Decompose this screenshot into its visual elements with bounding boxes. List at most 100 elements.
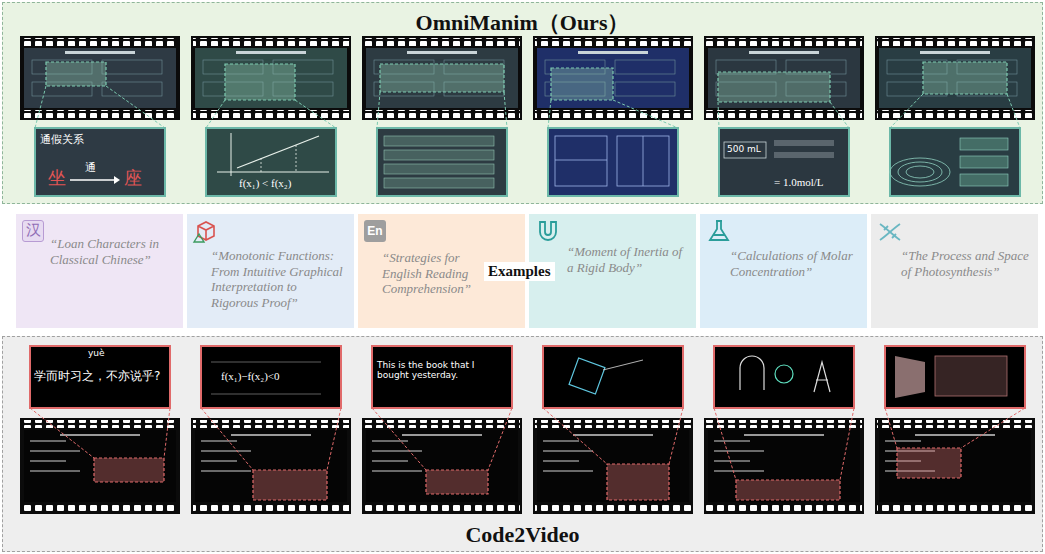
text-line	[30, 440, 66, 442]
text-line	[60, 434, 140, 436]
chloroplast-ring	[906, 166, 934, 178]
screen-panel	[102, 60, 162, 74]
film-strip	[875, 36, 1035, 120]
zoom-leader	[840, 408, 854, 480]
zoom-inset	[714, 346, 854, 408]
beaker-top	[775, 365, 793, 383]
example-topic: “Moment of Inertia of a Rigid Body”	[567, 244, 685, 275]
example-card: “Calculations of Molar Concentration”	[700, 214, 867, 328]
text-line	[744, 434, 824, 436]
screen-panel	[615, 60, 675, 74]
film-holes	[364, 38, 520, 46]
axis	[643, 136, 644, 186]
inset-formula: = 1.0mol/L	[774, 176, 824, 189]
zoom-leader	[488, 408, 512, 470]
zoom-leader	[295, 100, 336, 128]
text-line	[211, 362, 321, 363]
screenshot	[708, 48, 860, 108]
example-topic: “The Process and Space of Photosynthesis…	[901, 248, 1031, 279]
screen-title-bar	[407, 51, 477, 54]
film-holes	[364, 420, 520, 428]
screen-panel	[615, 82, 675, 96]
screen-title-bar	[920, 51, 990, 54]
zoom-region	[380, 64, 504, 92]
zoom-region	[923, 62, 1007, 94]
zoom-leader	[961, 408, 1025, 448]
screenshot	[366, 430, 518, 502]
chloroplast-box	[935, 356, 1007, 396]
subject-icon: 汉	[22, 220, 44, 242]
zoom-inset	[377, 128, 507, 196]
text-line	[30, 450, 80, 452]
zoom-region	[607, 464, 669, 500]
film-holes	[22, 504, 178, 512]
axis	[555, 160, 607, 161]
text-line	[211, 394, 321, 395]
text-row	[774, 140, 834, 146]
film-strip	[533, 36, 693, 120]
example-topic: “Calculations of Molar Concentration”	[730, 248, 860, 279]
screen-title-bar	[65, 51, 135, 54]
zoom-region	[253, 470, 327, 500]
guide	[296, 145, 297, 172]
zoom-inset	[201, 346, 341, 408]
value-box	[724, 142, 766, 158]
film-strip	[20, 418, 180, 514]
text-line	[201, 450, 251, 452]
film-holes	[877, 420, 1033, 428]
zoom-inset	[543, 346, 683, 408]
zoom-leader	[377, 92, 380, 128]
chloroplast-ring	[890, 158, 950, 186]
band-title: OmniManim（Ours）	[3, 8, 1042, 38]
zoom-region	[46, 62, 106, 86]
film-holes	[877, 504, 1033, 512]
zoom-leader	[504, 92, 507, 128]
screenshot	[879, 430, 1031, 502]
stand	[814, 362, 830, 392]
zoom-inset	[719, 128, 849, 196]
text-line	[714, 470, 764, 472]
text-row	[960, 156, 1008, 168]
arrow-head	[114, 176, 120, 184]
screenshot	[537, 48, 689, 108]
text-line	[714, 440, 750, 442]
example-card: “Monotonic Functions: From Intuitive Gra…	[187, 214, 354, 328]
zoom-leader	[613, 100, 678, 128]
example-topic: “Monotonic Functions: From Intuitive Gra…	[211, 248, 345, 310]
screenshot	[366, 48, 518, 108]
film-holes	[877, 38, 1033, 46]
bottom-band-fill	[2, 336, 1043, 552]
top-band-fill	[2, 2, 1043, 204]
zoom-region	[897, 448, 961, 478]
film-holes	[364, 110, 520, 118]
subject-icon	[534, 218, 562, 246]
subject-icon	[876, 218, 904, 246]
zoom-region	[551, 68, 613, 100]
inset-value: 500 mL	[727, 144, 761, 154]
force-line	[603, 360, 643, 370]
inset-formula: f(x₁) < f(x₂)	[239, 177, 291, 190]
axis	[217, 172, 329, 173]
film-holes	[22, 420, 178, 428]
zoom-leader	[890, 94, 923, 128]
screenshot	[24, 430, 176, 502]
guide	[261, 158, 262, 172]
film-holes	[193, 38, 349, 46]
zoom-leader	[830, 102, 849, 128]
example-topic: “Strategies for English Reading Comprehe…	[382, 250, 482, 297]
text-line	[372, 470, 422, 472]
zoom-leader	[543, 408, 607, 464]
film-strip	[20, 36, 180, 120]
film-holes	[193, 110, 349, 118]
film-holes	[193, 504, 349, 512]
example-card: 汉 “Loan Characters in Classical Chinese”	[16, 214, 183, 328]
inset-character: 通	[85, 162, 96, 175]
zoom-leader	[30, 408, 94, 458]
example-topic: “Loan Characters in Classical Chinese”	[50, 236, 174, 267]
pinyin: yuè	[88, 348, 105, 358]
film-holes	[22, 110, 178, 118]
text-line	[201, 460, 237, 462]
film-holes	[535, 110, 691, 118]
subject-icon	[192, 218, 220, 246]
